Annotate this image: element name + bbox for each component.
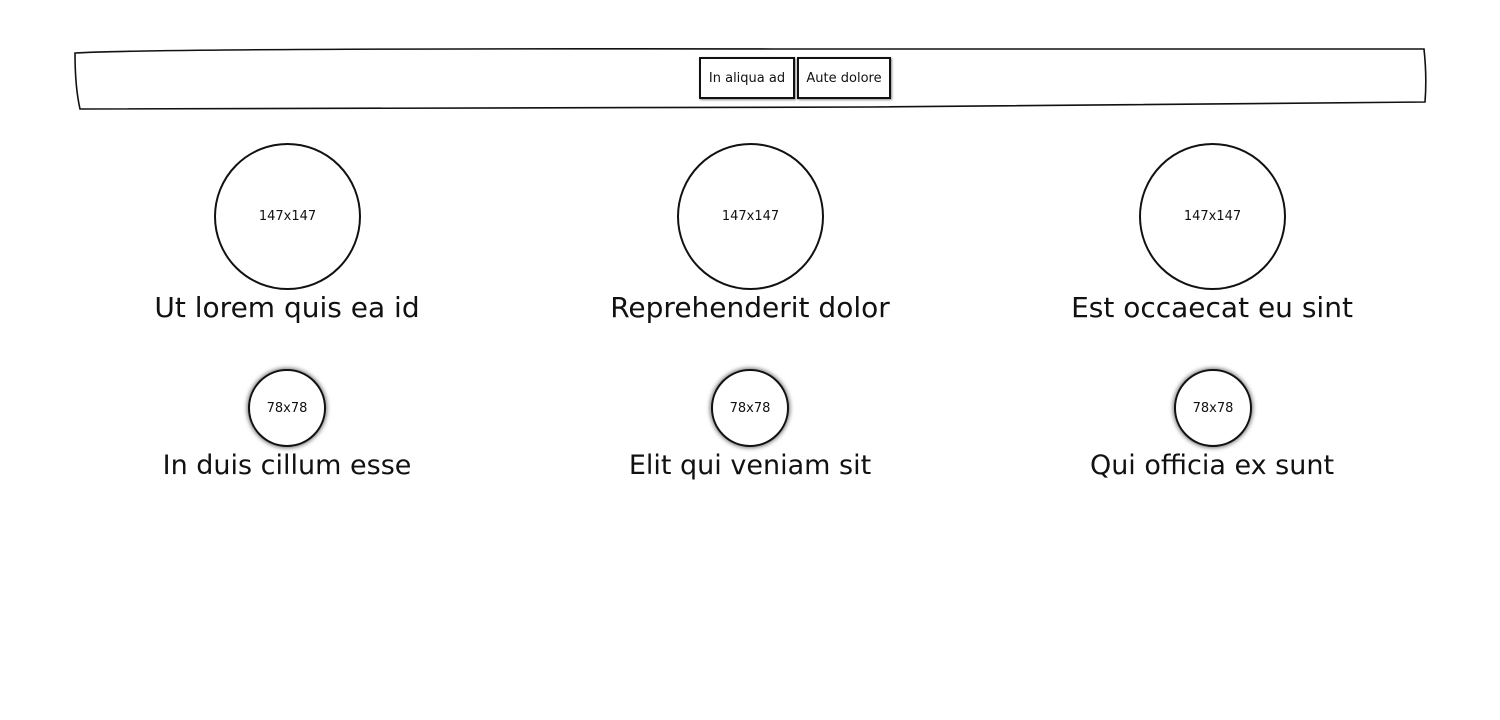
nav-button-group: In aliqua ad Aute dolore [699, 57, 891, 99]
small-image-placeholder-1: 78x78 [248, 369, 326, 447]
large-image-placeholder-2: 147x147 [677, 143, 824, 290]
large-image-placeholder-3: 147x147 [1139, 143, 1286, 290]
large-image-caption-3: Est occaecat eu sint [1071, 291, 1353, 324]
top-navbar: In aliqua ad Aute dolore [72, 47, 1428, 111]
image-size-label: 78x78 [729, 400, 771, 416]
image-size-label: 147x147 [258, 209, 317, 224]
small-image-caption-3: Qui officia ex sunt [1089, 450, 1335, 481]
image-size-label: 147x147 [1183, 209, 1242, 224]
image-size-label: 78x78 [1192, 400, 1234, 416]
large-image-caption-1: Ut lorem quis ea id [154, 291, 420, 324]
small-image-caption-2: Elit qui veniam sit [628, 450, 872, 481]
large-image-placeholder-1: 147x147 [214, 143, 361, 290]
nav-button-in-aliqua-ad[interactable]: In aliqua ad [699, 57, 795, 99]
small-image-placeholder-3: 78x78 [1174, 369, 1252, 447]
nav-button-aute-dolore[interactable]: Aute dolore [797, 57, 891, 99]
small-image-caption-1: In duis cillum esse [162, 450, 412, 481]
image-size-label: 147x147 [721, 209, 780, 224]
small-image-placeholder-2: 78x78 [711, 369, 789, 447]
large-image-caption-2: Reprehenderit dolor [610, 291, 890, 324]
image-size-label: 78x78 [266, 400, 308, 416]
